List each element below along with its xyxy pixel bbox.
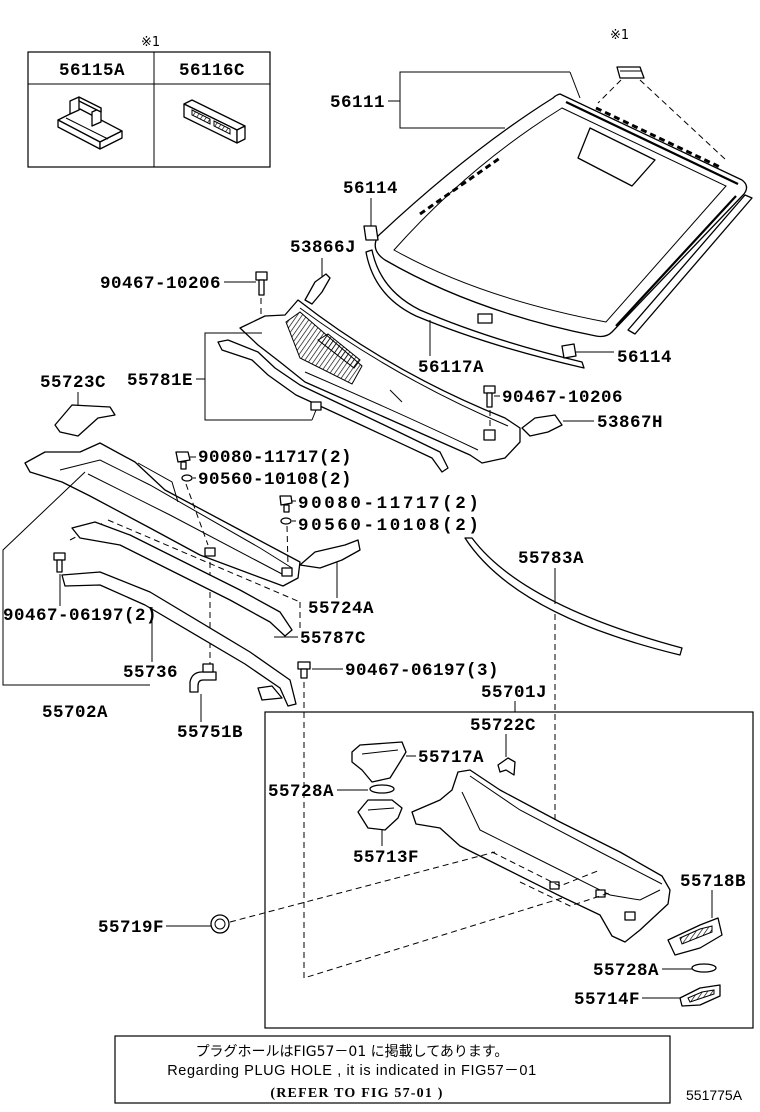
windshield-bracket-leader	[388, 71, 581, 129]
molding-right-strip	[627, 194, 753, 335]
cowl-panel-part	[411, 769, 671, 943]
bracket-small-part	[497, 757, 516, 776]
hose-part	[189, 663, 217, 693]
inset-table-frame	[27, 51, 271, 168]
callout-bolt-lower: 90080-11717(2)	[298, 494, 481, 514]
inset-table-col1-label: 56115A	[59, 61, 125, 81]
callout-clip-lower: 90467-06197(3)	[345, 661, 499, 681]
seal-lower-part	[61, 571, 297, 707]
callout-seal-left: 53866J	[290, 238, 356, 258]
bolt-upper-part	[175, 451, 191, 470]
glass-clip	[477, 313, 493, 324]
callout-plug: 55719F	[98, 918, 164, 938]
note-box-frame	[114, 1035, 671, 1104]
seal-mid-part	[71, 521, 293, 637]
cowl-top-bracket-leader	[196, 332, 317, 421]
callout-bracket-f: 55713F	[353, 848, 419, 868]
bracket-left-part	[54, 404, 116, 437]
callout-hose: 55751B	[177, 723, 243, 743]
clip-right-part	[561, 343, 577, 359]
callout-pad-a: 55728A	[268, 782, 334, 802]
note-line-en: Regarding PLUG HOLE , it is indicated in…	[167, 1063, 537, 1079]
screw-right-part	[483, 385, 496, 428]
note-box: プラグホールはFIG57－01 に掲載してあります。 Regarding PLU…	[114, 1035, 671, 1104]
cowl-top-assy-bracket	[2, 471, 150, 686]
callout-bracket-a: 55717A	[418, 748, 484, 768]
screw-left-part	[255, 271, 268, 322]
plug-part	[210, 914, 230, 934]
callout-weatherstrip: 55783A	[518, 549, 584, 569]
callout-windshield: 56111	[330, 93, 385, 113]
callout-bracket-b: 55718B	[680, 872, 746, 892]
pad-a-part	[369, 784, 395, 794]
cowl-top-assy-part	[24, 442, 301, 587]
inset-strip-part	[183, 99, 246, 144]
seal-right-part	[521, 414, 563, 437]
molding-lower-strip	[365, 249, 585, 369]
callout-molding-lower: 56117A	[418, 358, 484, 378]
bracket-f2-part	[679, 984, 721, 1007]
washer-upper-part	[181, 474, 193, 482]
note-line-ref: (REFER TO FIG 57-01 )	[270, 1086, 443, 1101]
clip-lower-part	[297, 661, 589, 979]
pad-b-part	[691, 963, 717, 973]
dashed-guide	[229, 851, 496, 923]
bracket-b-part	[667, 917, 723, 956]
dashed-guide	[185, 483, 209, 546]
windshield-mark: ※1	[610, 28, 629, 43]
mark-part	[597, 66, 727, 161]
callout-bracket-small: 55722C	[470, 716, 536, 736]
callout-cowl-top-assy: 55702A	[42, 703, 108, 723]
callout-bolt-upper: 90080-11717(2)	[198, 448, 352, 468]
weatherstrip-part	[464, 537, 683, 656]
washer-lower-part	[280, 517, 292, 525]
clip-left-part	[53, 552, 66, 573]
cowl-top-panel	[239, 299, 521, 464]
inset-table: ※1 56115A 56116C	[27, 35, 271, 168]
seal-left-part	[304, 273, 331, 305]
callout-clip-right: 56114	[617, 348, 672, 368]
cowl-panel-guides	[491, 851, 613, 907]
bracket-mid-part	[299, 539, 361, 569]
figure-id: 551775A	[686, 1087, 743, 1103]
inset-table-mark: ※1	[141, 35, 160, 50]
cowl-clip-part	[310, 401, 322, 411]
callout-cowl-panel-assy: 55701J	[481, 683, 547, 703]
callout-clip-left: 90467-06197(2)	[3, 606, 157, 626]
callout-bracket-mid: 55724A	[308, 599, 374, 619]
callout-bracket-f2: 55714F	[574, 990, 640, 1010]
bolt-lower-part	[279, 495, 293, 513]
callout-screw-right: 90467-10206	[502, 388, 623, 408]
callout-washer-lower: 90560-10108(2)	[298, 516, 481, 536]
bracket-a-part	[351, 741, 407, 783]
callout-seal-mid: 55787C	[300, 629, 366, 649]
callout-seal-lower: 55736	[123, 663, 178, 683]
callout-bracket-left: 55723C	[40, 373, 106, 393]
dashed-guide	[286, 525, 289, 567]
callout-washer-upper: 90560-10108(2)	[198, 470, 352, 490]
callout-clip-upper: 56114	[343, 179, 398, 199]
inset-clip-part	[57, 96, 123, 150]
callout-pad-b: 55728A	[593, 961, 659, 981]
clip-upper-part	[363, 225, 379, 241]
windshield-glass	[374, 93, 748, 338]
callout-seal-right: 53867H	[597, 413, 663, 433]
sensor-cover	[577, 127, 656, 187]
callout-screw-left: 90467-10206	[100, 274, 221, 294]
cowl-panel-assy-box	[264, 711, 754, 1029]
bracket-f-part	[357, 799, 403, 831]
inset-table-col2-label: 56116C	[179, 61, 245, 81]
note-line-ja: プラグホールはFIG57－01 に掲載してあります。	[196, 1044, 509, 1060]
callout-cowl-top: 55781E	[127, 371, 193, 391]
